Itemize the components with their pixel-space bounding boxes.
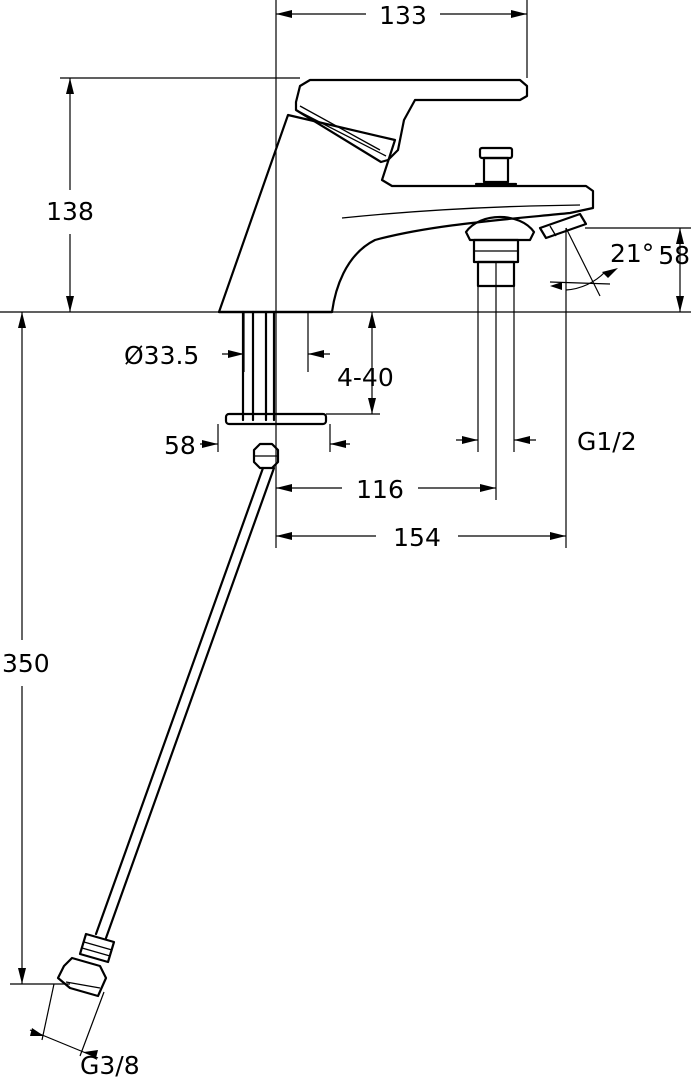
label-washer-width: 58 — [164, 431, 196, 460]
label-angle: 21° — [610, 239, 654, 268]
label-hose-thread: G3/8 — [80, 1051, 140, 1080]
spout-connector — [464, 215, 536, 288]
faucet-body — [217, 78, 595, 314]
extension-lines — [0, 0, 691, 1057]
label-spout-thread: G1/2 — [577, 427, 637, 456]
label-total-projection: 154 — [393, 523, 441, 552]
label-hole-diameter: Ø33.5 — [124, 341, 199, 370]
label-deck-thickness: 4-40 — [337, 363, 394, 392]
label-spout-offset: 116 — [356, 475, 404, 504]
diverter-knob — [474, 146, 518, 186]
label-spout-height: 58 — [658, 241, 690, 270]
spout-nozzle — [538, 212, 588, 240]
flexible-hose — [56, 466, 276, 998]
dimension-lines — [18, 10, 684, 1059]
label-top-width: 133 — [379, 1, 427, 30]
label-body-height: 138 — [46, 197, 94, 226]
label-hose-length: 350 — [2, 649, 50, 678]
